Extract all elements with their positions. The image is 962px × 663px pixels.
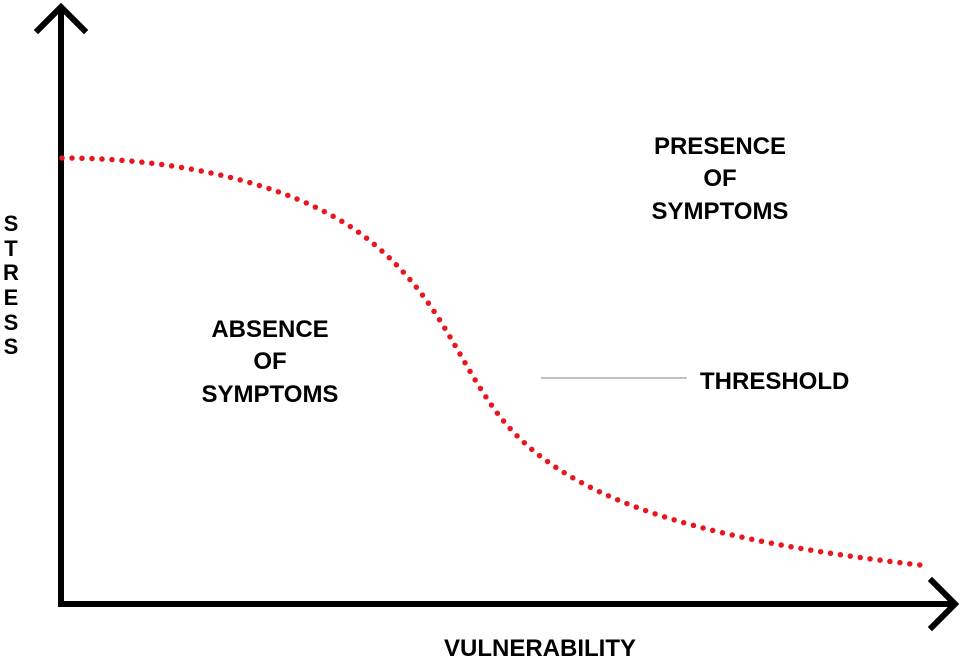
y-axis-letter: S — [3, 309, 19, 335]
x-axis-arrowhead — [927, 576, 960, 632]
presence-line: PRESENCE — [653, 133, 787, 160]
threshold-curve — [59, 155, 923, 568]
y-axis-letter: T — [4, 235, 18, 261]
y-axis-letter: E — [3, 284, 19, 310]
presence-of-symptoms-label: PRESENCE OF SYMPTOMS — [620, 131, 820, 228]
y-axis-label: S T R E S S — [0, 211, 22, 360]
absence-line: OF — [253, 348, 287, 376]
presence-line: SYMPTOMS — [651, 197, 789, 225]
absence-of-symptoms-label: ABSENCE OF SYMPTOMS — [170, 314, 370, 411]
y-axis-letter: R — [3, 260, 19, 286]
absence-line: SYMPTOMS — [201, 380, 339, 408]
y-axis-letter: S — [3, 211, 19, 236]
y-axis-letter: S — [3, 334, 19, 360]
absence-line: ABSENCE — [211, 316, 329, 343]
presence-line: OF — [703, 165, 737, 193]
y-axis-arrowhead — [33, 2, 89, 35]
threshold-label: THRESHOLD — [700, 368, 850, 395]
x-axis-label: VULNERABILITY — [444, 635, 636, 662]
